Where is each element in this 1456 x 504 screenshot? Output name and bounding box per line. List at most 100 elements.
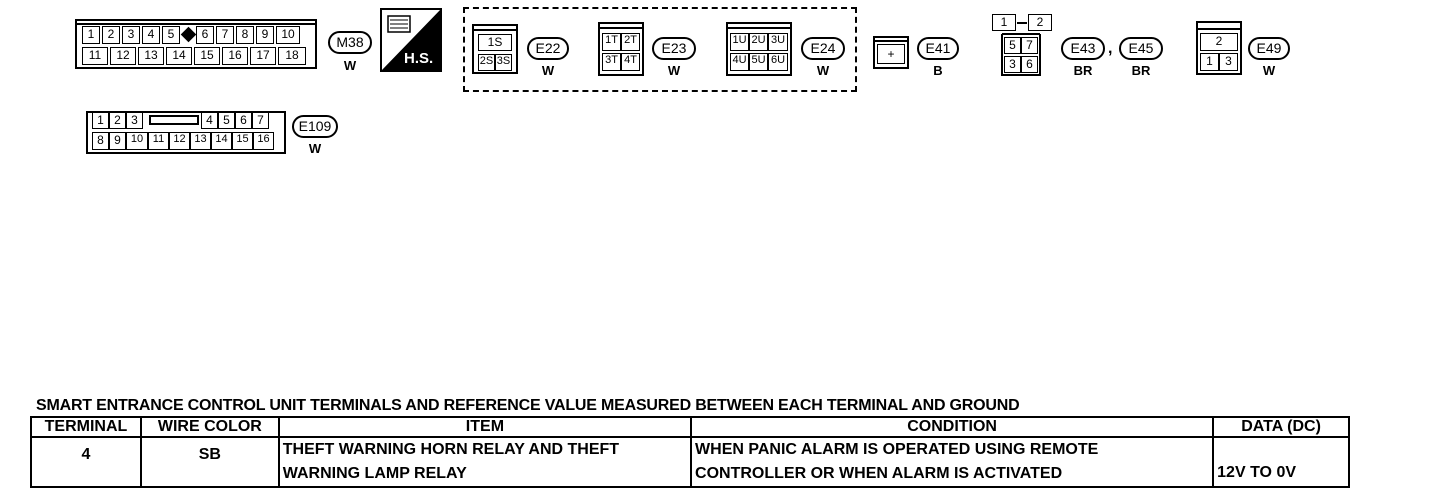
pin: 3 bbox=[1219, 53, 1238, 71]
pin: 4 bbox=[201, 112, 218, 129]
pin: 1 bbox=[92, 112, 109, 129]
pin: 6U bbox=[768, 53, 788, 71]
key-slot-icon bbox=[149, 115, 199, 125]
pin: 12 bbox=[169, 132, 190, 150]
connector-e41: + bbox=[873, 36, 909, 69]
cell-data: 12V TO 0V bbox=[1212, 436, 1350, 488]
header-condition: CONDITION bbox=[690, 416, 1215, 438]
pin: 3S bbox=[495, 54, 512, 71]
pin: 1 bbox=[82, 26, 100, 44]
pin: 1T bbox=[602, 33, 621, 51]
cell-condition: WHEN PANIC ALARM IS OPERATED USING REMOT… bbox=[690, 436, 1215, 488]
pin: 4T bbox=[621, 53, 640, 71]
pin: 16 bbox=[222, 47, 248, 65]
header-item: ITEM bbox=[277, 416, 693, 438]
wire-color-e23: W bbox=[667, 63, 681, 78]
connector-e109: 1 2 3 4 5 6 7 8 9 10 11 12 13 14 15 16 bbox=[86, 108, 286, 154]
pin: 2 bbox=[1200, 33, 1238, 51]
connector-label-e23: E23 bbox=[652, 37, 696, 60]
pin: 2T bbox=[621, 33, 640, 51]
pin: 4 bbox=[142, 26, 160, 44]
wire-color-e43: BR bbox=[1073, 63, 1093, 78]
dashed-group-box bbox=[463, 7, 857, 92]
pin: 5 bbox=[1004, 37, 1021, 54]
pin: 2S bbox=[478, 54, 495, 71]
header-data: DATA (DC) bbox=[1212, 416, 1350, 438]
condition-line-1: WHEN PANIC ALARM IS OPERATED USING REMOT… bbox=[695, 441, 1099, 458]
pin: 10 bbox=[126, 132, 148, 150]
pin: 17 bbox=[250, 47, 276, 65]
pin: 16 bbox=[253, 132, 274, 150]
pin: + bbox=[877, 44, 905, 64]
pin: 15 bbox=[194, 47, 220, 65]
pin: 5 bbox=[218, 112, 235, 129]
table-header-row: TERMINAL WIRE COLOR ITEM CONDITION DATA … bbox=[30, 416, 1350, 438]
pin: 7 bbox=[1021, 37, 1038, 54]
pin: 3 bbox=[126, 112, 143, 129]
connector-label-e43: E43 bbox=[1061, 37, 1105, 60]
pin: 2 bbox=[102, 26, 120, 44]
connector-label-e41: E41 bbox=[917, 37, 959, 60]
connector-e23: 1T 2T 3T 4T bbox=[598, 22, 644, 76]
connector-e24: 1U 2U 3U 4U 5U 6U bbox=[726, 22, 792, 76]
table-row: 4 SB THEFT WARNING HORN RELAY AND THEFT … bbox=[30, 436, 1350, 488]
pin: 13 bbox=[138, 47, 164, 65]
wire-color-e41: B bbox=[933, 63, 943, 78]
wire-color-e45: BR bbox=[1131, 63, 1151, 78]
pin: 6 bbox=[196, 26, 214, 44]
header-wire-color: WIRE COLOR bbox=[139, 416, 280, 438]
pin: 1 bbox=[992, 14, 1016, 31]
pin: 7 bbox=[252, 112, 269, 129]
pin: 14 bbox=[166, 47, 192, 65]
pin: 14 bbox=[211, 132, 232, 150]
pin: 7 bbox=[216, 26, 234, 44]
pin: 6 bbox=[235, 112, 252, 129]
hs-symbol-icon: H.S. bbox=[380, 8, 442, 72]
pin: 18 bbox=[278, 47, 306, 65]
pin: 5 bbox=[162, 26, 180, 44]
connector-e43-e45: 1 2 5 7 3 6 bbox=[987, 12, 1053, 76]
pin: 8 bbox=[236, 26, 254, 44]
cell-item: THEFT WARNING HORN RELAY AND THEFT WARNI… bbox=[277, 436, 693, 488]
pin: 3T bbox=[602, 53, 621, 71]
pin: 1U bbox=[730, 33, 749, 51]
connector-m38: 1 2 3 4 5 6 7 8 9 10 11 12 13 14 15 16 1… bbox=[74, 18, 318, 70]
item-line-2: WARNING LAMP RELAY bbox=[282, 465, 467, 482]
table-title: SMART ENTRANCE CONTROL UNIT TERMINALS AN… bbox=[36, 397, 1020, 414]
pin: 1 bbox=[1200, 53, 1219, 71]
wire-color-e24: W bbox=[816, 63, 830, 78]
pin: 3U bbox=[768, 33, 788, 51]
pin: 8 bbox=[92, 132, 109, 150]
pin: 4U bbox=[730, 53, 749, 71]
pin: 15 bbox=[232, 132, 253, 150]
pin: 1S bbox=[478, 34, 512, 51]
pin: 11 bbox=[148, 132, 169, 150]
cell-terminal: 4 bbox=[30, 436, 142, 488]
hs-label: H.S. bbox=[404, 50, 434, 67]
wire-color-e49: W bbox=[1262, 63, 1276, 78]
header-terminal: TERMINAL bbox=[30, 416, 142, 438]
connector-label-e24: E24 bbox=[801, 37, 845, 60]
connector-label-e45: E45 bbox=[1119, 37, 1163, 60]
connector-e49: 2 1 3 bbox=[1196, 21, 1242, 75]
pin: 12 bbox=[110, 47, 136, 65]
connector-e22: 1S 2S 3S bbox=[472, 24, 518, 74]
connector-label-e22: E22 bbox=[527, 37, 569, 60]
pin: 2 bbox=[1028, 14, 1052, 31]
pin: 2U bbox=[749, 33, 768, 51]
pin: 3 bbox=[1004, 56, 1021, 73]
pin: 9 bbox=[109, 132, 126, 150]
pin: 11 bbox=[82, 47, 108, 65]
pin: 3 bbox=[122, 26, 140, 44]
wire-color-e109: W bbox=[308, 141, 322, 156]
pin: 9 bbox=[256, 26, 274, 44]
connector-label-e49: E49 bbox=[1248, 37, 1290, 60]
cell-wire-color: SB bbox=[139, 436, 280, 488]
wire-color-m38: W bbox=[343, 58, 357, 73]
label-separator: , bbox=[1108, 40, 1113, 57]
terminal-table: TERMINAL WIRE COLOR ITEM CONDITION DATA … bbox=[30, 416, 1350, 488]
condition-line-2: CONTROLLER OR WHEN ALARM IS ACTIVATED bbox=[695, 465, 1063, 482]
pin: 10 bbox=[276, 26, 300, 44]
connector-m38-outline bbox=[75, 19, 317, 69]
connector-label-m38: M38 bbox=[328, 31, 372, 54]
